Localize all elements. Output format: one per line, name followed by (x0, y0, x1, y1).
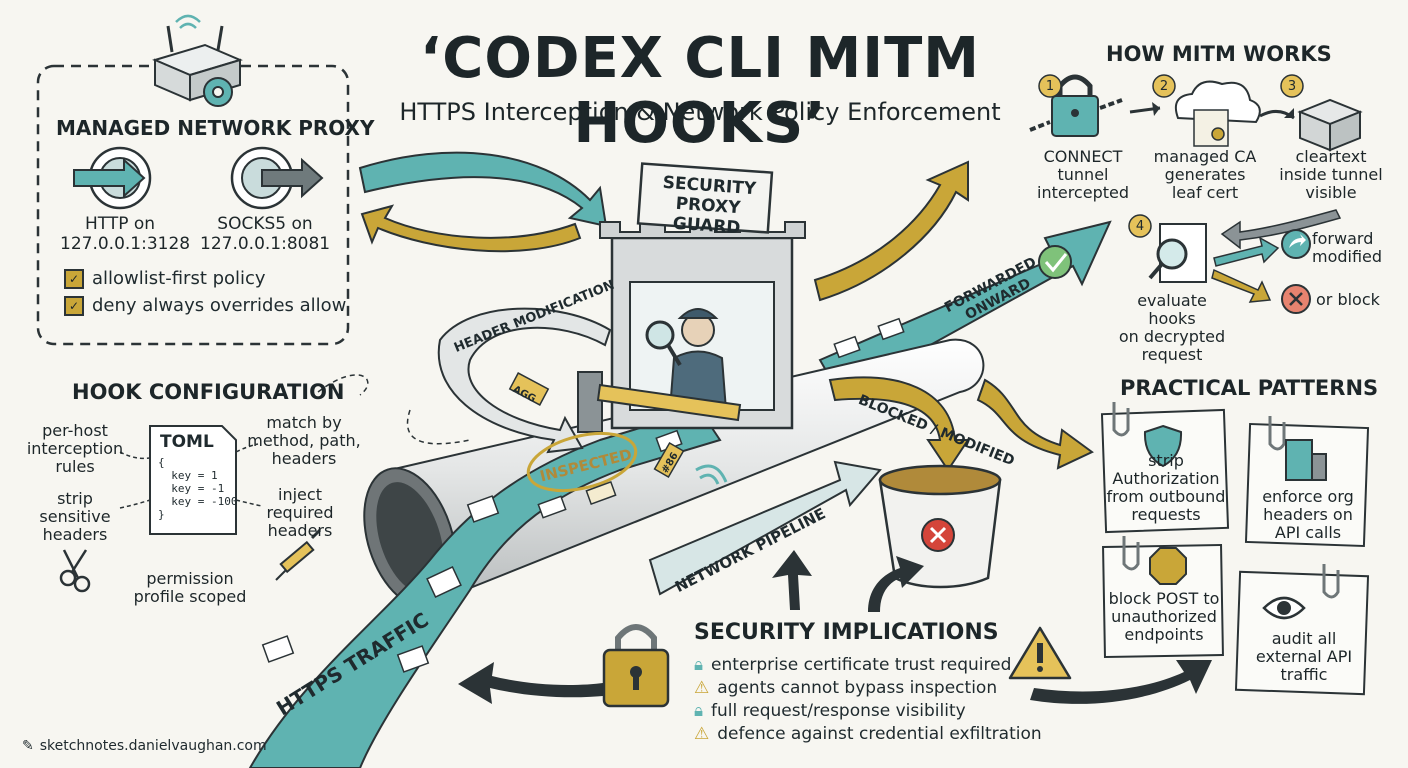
envelope-icon (466, 495, 500, 523)
dashed-connector (317, 374, 471, 445)
wifi-icon (695, 464, 728, 485)
header-modification-arrow (437, 307, 612, 454)
security-warning-icon (1008, 626, 1072, 680)
pattern-card-audit: audit all external API traffic (1255, 629, 1353, 684)
block-arrow (1211, 268, 1272, 303)
envelope-icon (877, 317, 905, 341)
note-per-host: per-host interception rules (26, 421, 124, 476)
note-strip: strip sensitive headers (39, 489, 111, 544)
flow-arrow-to-guard (358, 151, 608, 228)
toml-title: TOML (160, 432, 214, 452)
mitm-step-1-label: CONNECT tunnel intercepted (1037, 147, 1129, 202)
step-number: 3 (1287, 79, 1297, 94)
security-arrow-right (1030, 660, 1212, 704)
http-label-line2: 127.0.0.1:3128 (60, 234, 191, 254)
socks-label-line2: 127.0.0.1:8081 (200, 234, 331, 254)
envelope-icon (426, 566, 462, 598)
note-inject: inject required headers (266, 485, 334, 540)
eye-icon (1262, 596, 1306, 620)
proxy-policy-list: ✓allowlist-first policy ✓deny always ove… (64, 268, 346, 316)
mitm-step-2-label: managed CA generates leaf cert (1153, 147, 1257, 202)
envelope-icon (261, 635, 295, 663)
flow-arrow-to-patterns (976, 378, 1094, 470)
page-subtitle: HTTPS Interception & Network Policy Enfo… (399, 98, 1001, 126)
building-icon (1285, 439, 1327, 481)
security-item: ⚠agents cannot bypass inspection (694, 678, 998, 698)
http-port-icon (73, 146, 152, 210)
outcome-block-label: or block (1316, 290, 1380, 309)
envelope-icon (396, 645, 430, 673)
socks-port-label: SOCKS5 on 127.0.0.1:8081 (200, 214, 330, 254)
patterns-title: PRACTICAL PATTERNS (1120, 376, 1379, 400)
warning-icon: ⚠ (694, 724, 710, 744)
paperclip-icon (1112, 402, 1340, 599)
toml-document (149, 425, 237, 535)
mitm-step-3-label: cleartext inside tunnel visible (1279, 147, 1383, 202)
mitm-step-4-label: evaluate hooks on decrypted request (1118, 291, 1226, 364)
footer: ✎ sketchnotes.danielvaughan.com (22, 738, 267, 754)
socks-port-icon (230, 146, 324, 210)
stop-sign-icon (1149, 547, 1187, 585)
toml-code: { key = 1 key = -1 key = -100 } (158, 456, 238, 521)
policy-item: ✓allowlist-first policy (64, 268, 346, 289)
mitm-title: HOW MITM WORKS (1106, 42, 1332, 66)
pencil-icon: ✎ (22, 738, 34, 754)
open-box-icon (1297, 98, 1363, 152)
security-item: ⚠defence against credential exfiltration (694, 724, 1042, 744)
network-pipe (388, 338, 985, 602)
security-title: SECURITY IMPLICATIONS (694, 620, 999, 645)
security-list: 🔒︎enterprise certificate trust required … (694, 654, 1042, 745)
page-title: ‘CODEX CLI MITM HOOKS’ (420, 26, 980, 156)
lock-icon: 🔒︎ (694, 701, 704, 721)
check-icon (1038, 245, 1072, 279)
guard-sign: SECURITY PROXY GUARD (662, 172, 757, 239)
note-match: match by method, path, headers (247, 413, 361, 468)
envelope-icon (833, 335, 861, 359)
document-magnifier-icon (1148, 223, 1207, 283)
outcome-forward-label: forward modified (1312, 229, 1383, 266)
flow-arrow-to-mitm (813, 160, 969, 302)
lock-icon: 🔒︎ (694, 655, 704, 675)
socks-label-line1: SOCKS5 on (217, 214, 313, 234)
policy-item: ✓deny always overrides allow (64, 295, 346, 316)
step-arrow (1220, 209, 1342, 250)
tag-icon (508, 372, 685, 519)
footer-link[interactable]: sketchnotes.danielvaughan.com (39, 738, 267, 754)
hook-config-title: HOOK CONFIGURATION (72, 380, 345, 404)
guard-booth (577, 162, 806, 433)
proxy-panel-title: MANAGED NETWORK PROXY (56, 116, 375, 140)
warning-icon: ⚠ (694, 678, 710, 698)
blocked-arrow (828, 376, 970, 472)
padlock-chain-icon (1029, 74, 1123, 137)
inspected-stamp-ring (526, 431, 638, 493)
checkbox-checked-icon: ✓ (64, 268, 84, 289)
cloud-ca-icon (1174, 80, 1261, 147)
pattern-card-enforce: enforce org headers on API calls (1262, 487, 1354, 542)
shield-icon (1143, 424, 1183, 468)
pattern-card-block: block POST to unauthorized endpoints (1108, 589, 1220, 644)
forward-arrow (1213, 236, 1280, 267)
network-pipeline-arrow (648, 460, 882, 596)
checkbox-checked-icon: ✓ (64, 295, 84, 316)
note-permission: permission profile scoped (133, 569, 247, 606)
flow-arrow-back (360, 204, 582, 253)
pattern-card-strip: strip Authorization from outbound reques… (1106, 451, 1226, 524)
step-number: 4 (1135, 219, 1145, 234)
security-arrow-up-2 (868, 556, 924, 612)
step-number: 1 (1045, 79, 1055, 94)
http-label-line1: HTTP on (84, 214, 156, 234)
syringe-icon (275, 528, 322, 581)
security-arrow-up-1 (772, 550, 812, 610)
security-item: 🔒︎enterprise certificate trust required (694, 655, 1012, 675)
forward-icon (1281, 229, 1311, 259)
security-item: 🔒︎full request/response visibility (694, 701, 966, 721)
http-port-label: HTTP on 127.0.0.1:3128 (60, 214, 191, 254)
security-arrow-left (458, 662, 640, 704)
scissors-icon (59, 549, 91, 593)
security-lock-icon (602, 624, 670, 708)
step-number: 2 (1159, 79, 1169, 94)
